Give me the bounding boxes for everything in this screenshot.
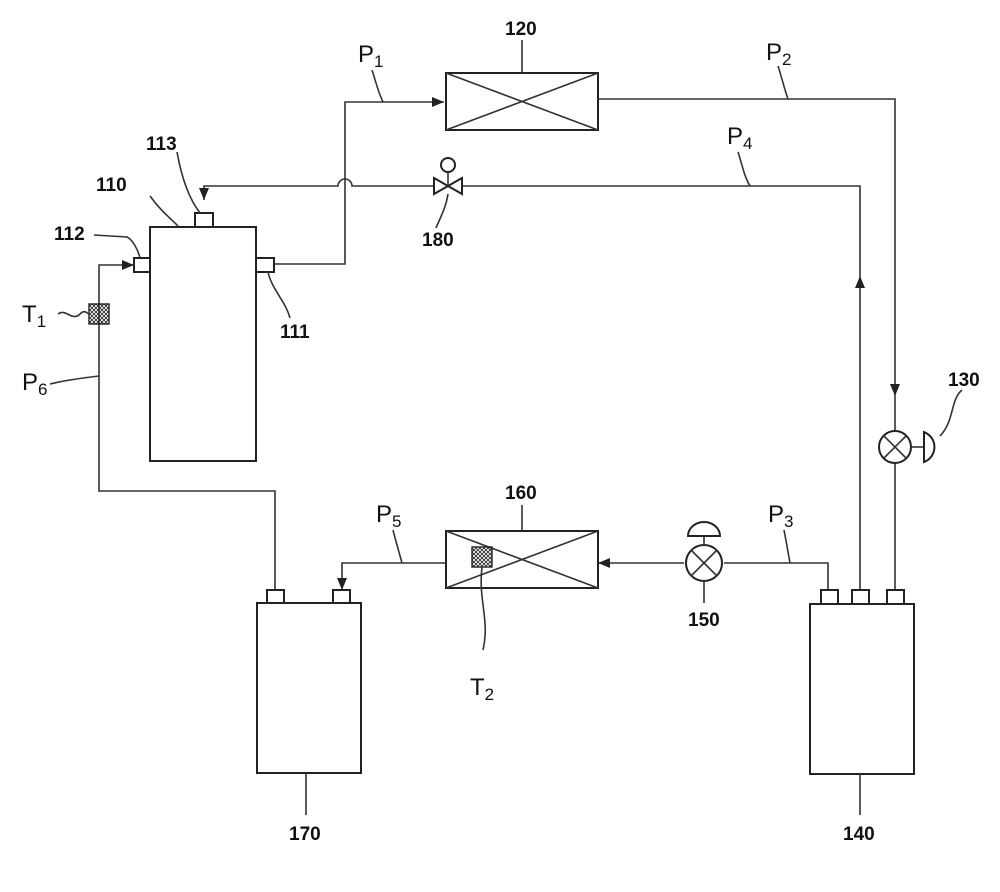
heat-exchanger-120 — [446, 73, 598, 130]
port-112 — [134, 258, 150, 272]
valve-180 — [434, 158, 462, 194]
leader-p6 — [50, 376, 99, 384]
label-112: 112 — [54, 224, 85, 245]
leader-113 — [177, 152, 200, 213]
leader-p3 — [784, 530, 790, 563]
label-p4: P4 — [727, 123, 752, 153]
label-180: 180 — [422, 230, 454, 251]
label-130: 130 — [948, 370, 980, 391]
pipe-p4-left — [204, 179, 434, 200]
label-113: 113 — [146, 134, 177, 155]
port-140-a — [821, 590, 838, 604]
label-170: 170 — [289, 824, 321, 845]
expansion-valve-150 — [686, 522, 722, 581]
leader-t1 — [58, 312, 89, 317]
port-170-b — [333, 590, 350, 603]
label-t2: T2 — [470, 674, 494, 704]
leader-130 — [940, 390, 962, 436]
label-p1: P1 — [358, 41, 383, 71]
label-160: 160 — [505, 483, 537, 504]
label-120: 120 — [505, 19, 537, 40]
flow-arrow-p4 — [855, 276, 865, 288]
flow-arrow-p5 — [337, 578, 347, 590]
heat-exchanger-160 — [446, 531, 598, 588]
flow-arrow-p6 — [122, 260, 134, 270]
label-p6: P6 — [22, 369, 47, 399]
temperature-sensor-t1 — [89, 304, 109, 324]
leader-112 — [94, 235, 140, 258]
port-111 — [256, 258, 274, 272]
leader-p2 — [778, 66, 788, 99]
leader-110 — [150, 196, 178, 226]
label-140: 140 — [843, 824, 875, 845]
tank-140 — [810, 604, 914, 774]
leader-p1 — [372, 70, 383, 102]
label-p3: P3 — [768, 501, 793, 531]
label-p5: P5 — [376, 501, 401, 531]
flow-arrow-p1 — [432, 97, 444, 107]
port-170-a — [267, 590, 284, 603]
label-111: 111 — [280, 322, 310, 343]
label-t1: T1 — [22, 301, 46, 331]
leader-p4 — [738, 152, 750, 186]
leader-180 — [436, 194, 448, 228]
flow-arrow-p2 — [890, 384, 900, 396]
port-113 — [195, 213, 213, 227]
label-110: 110 — [96, 175, 127, 196]
flow-arrow-160-inlet — [598, 558, 610, 568]
tank-170 — [257, 603, 361, 773]
label-p2: P2 — [766, 39, 791, 69]
pipe-p1 — [274, 102, 444, 264]
pipe-p3 — [724, 563, 828, 592]
label-150: 150 — [688, 610, 720, 631]
pipe-p5 — [342, 563, 446, 590]
port-140-b — [852, 590, 869, 604]
leader-111 — [268, 272, 290, 318]
expansion-valve-130 — [879, 431, 934, 463]
leader-p5 — [393, 530, 402, 563]
tank-110 — [150, 227, 256, 461]
flow-arrow-p4-inlet — [199, 188, 209, 200]
port-140-c — [887, 590, 904, 604]
temperature-sensor-t2 — [472, 547, 492, 567]
